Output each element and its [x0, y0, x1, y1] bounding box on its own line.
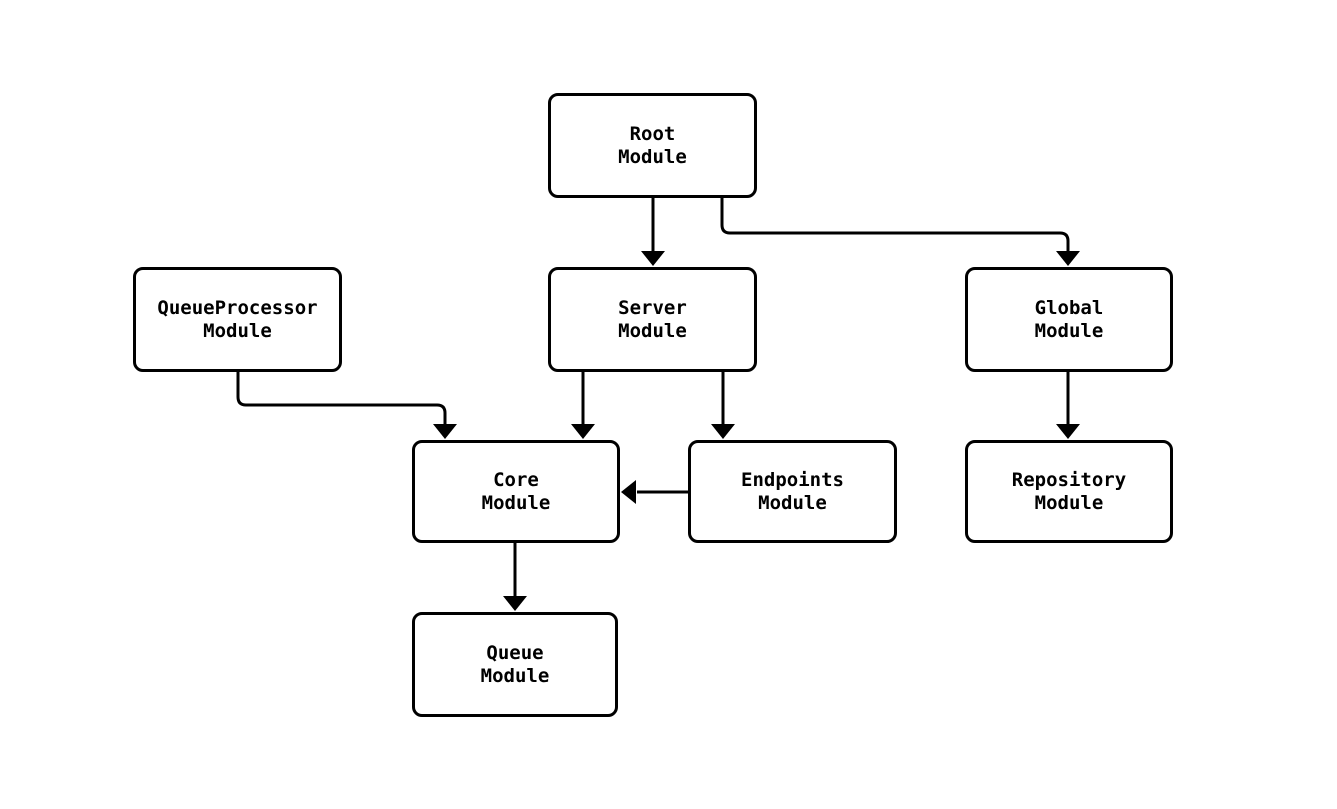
- node-queue-module: Queue Module: [412, 612, 618, 717]
- arrowhead-root-global: [1056, 251, 1080, 266]
- arrowhead-global-repository: [1056, 424, 1080, 439]
- arrowhead-core-queue: [503, 596, 527, 611]
- arrowhead-queueprocessor-core: [433, 424, 457, 439]
- node-server-module: Server Module: [548, 267, 757, 372]
- node-root-module: Root Module: [548, 93, 757, 198]
- arrowhead-server-endpoints: [711, 424, 735, 439]
- arrowhead-endpoints-core: [621, 480, 636, 504]
- edge-root-global: [720, 198, 1070, 252]
- node-endpoints-module: Endpoints Module: [688, 440, 897, 543]
- node-repository-module: Repository Module: [965, 440, 1173, 543]
- arrowhead-root-server: [641, 251, 665, 266]
- node-core-module: Core Module: [412, 440, 620, 543]
- node-global-module: Global Module: [965, 267, 1173, 372]
- arrowhead-server-core: [571, 424, 595, 439]
- node-queueprocessor-module: QueueProcessor Module: [133, 267, 342, 372]
- edge-queueprocessor-core: [236, 372, 447, 425]
